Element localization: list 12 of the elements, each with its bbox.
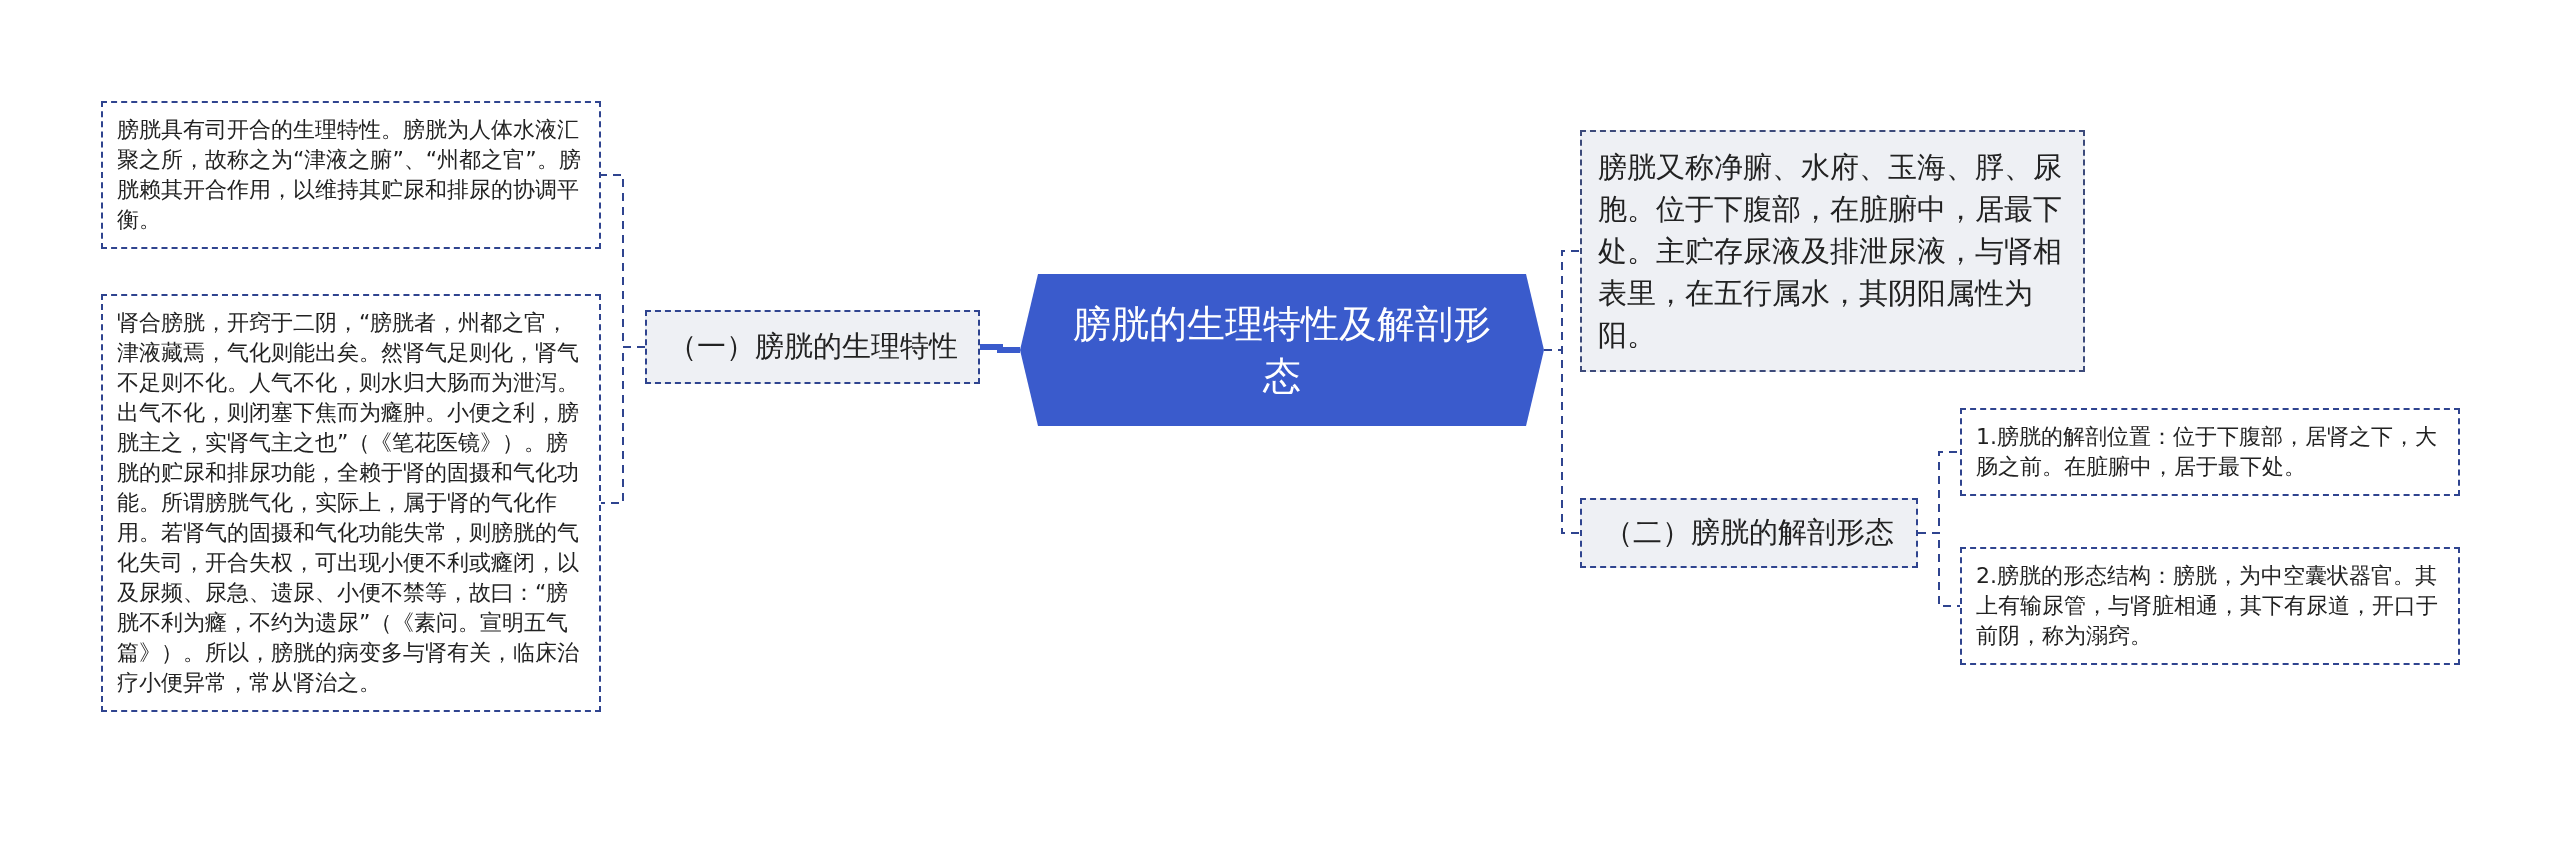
note-box: 膀胱具有司开合的生理特性。膀胱为人体水液汇聚之所，故称之为“津液之腑”、“州都之官”。膀胱赖其开合作用，以维持其贮尿和排尿的协调平衡。 xyxy=(101,101,601,249)
connector-line xyxy=(980,344,1020,353)
note-box: 1.膀胱的解剖位置：位于下腹部，居肾之下，大肠之前。在脏腑中，居于最下处。 xyxy=(1960,408,2460,496)
topic-box: （二）膀胱的解剖形态 xyxy=(1580,498,1918,568)
connector-line xyxy=(1917,532,1961,607)
note-box: 肾合膀胱，开窍于二阴，“膀胱者，州都之官，津液藏焉，气化则能出矣。然肾气足则化，肾气不足则不化。人气不化，则水归大肠而为泄泻。出气不化，则闭塞下焦而为癃肿。小便之利，膀胱主之，实肾气主之也”（《笔花医镜》）。膀胱的贮尿和排尿功能，全赖于肾的固摄和气化功能。所谓膀胱气化，实际上，属于肾的气化作用。若肾气的固摄和气化功能失常，则膀胱的气化失司，开合失权，可出现小便不利或癃闭，以及尿频、尿急、遗尿、小便不禁等，故曰：“膀胱不利为癃，不约为遗尿”（《素问。宣明五气篇》）。所以，膀胱的病变多与肾有关，临床治疗小便异常，常从肾治之。 xyxy=(101,294,601,712)
connector-line xyxy=(600,346,646,504)
note-box: 膀胱又称净腑、水府、玉海、脬、尿胞。位于下腹部，在脏腑中，居最下处。主贮存尿液及排泄尿液，与肾相表里，在五行属水，其阴阳属性为阳。 xyxy=(1580,130,2085,372)
topic-box: （一）膀胱的生理特性 xyxy=(645,310,980,384)
note-box: 2.膀胱的形态结构：膀胱，为中空囊状器官。其上有输尿管，与肾脏相通，其下有尿道，开口于前阴，称为溺窍。 xyxy=(1960,547,2460,665)
connector-line xyxy=(1543,349,1581,534)
central-topic-box: 膀胱的生理特性及解剖形态 xyxy=(1020,274,1544,426)
